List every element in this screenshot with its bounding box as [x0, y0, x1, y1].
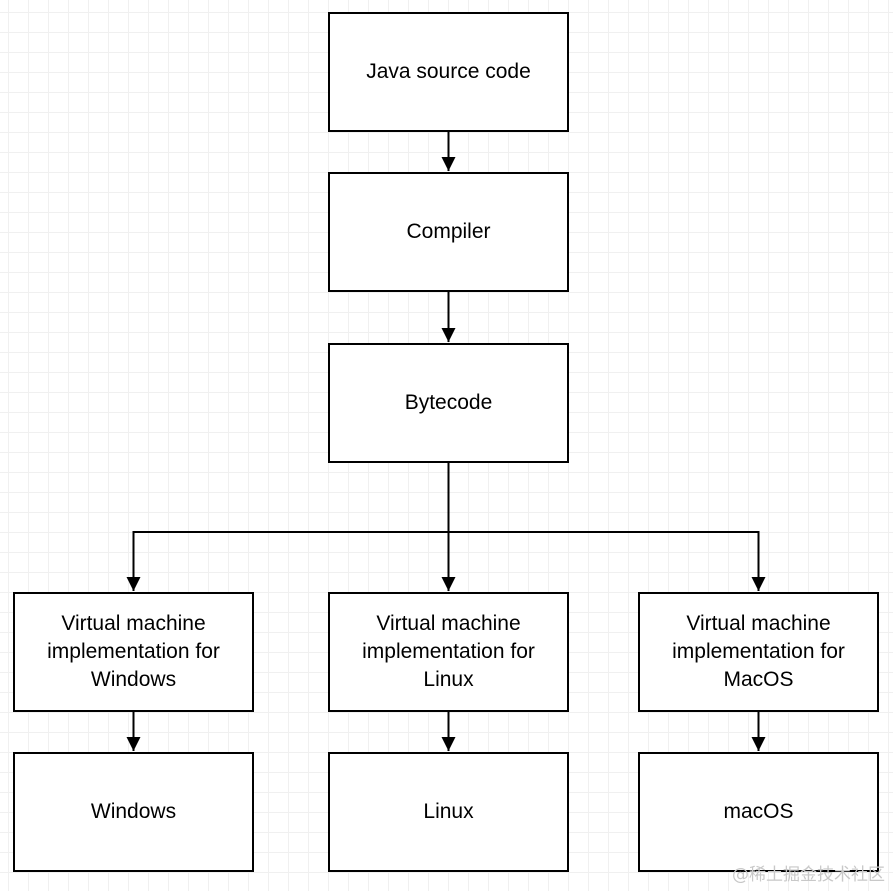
node-windows[interactable]: Windows: [13, 752, 254, 872]
node-compiler[interactable]: Compiler: [328, 172, 569, 292]
edge-bytecode-to-vm-windows: [126, 463, 450, 591]
node-label: Compiler: [406, 220, 491, 243]
node-java-source-code[interactable]: Java source code: [328, 12, 569, 132]
node-label-line: implementation for: [362, 640, 535, 663]
node-label-line: Virtual machine: [376, 612, 521, 635]
node-label-line: implementation for: [47, 640, 220, 663]
node-label-line: MacOS: [723, 668, 794, 691]
edge-bytecode-to-vm-macos: [447, 463, 766, 591]
node-vm-windows[interactable]: Virtual machine implementation for Windo…: [13, 592, 254, 712]
node-bytecode[interactable]: Bytecode: [328, 343, 569, 463]
node-label: Virtual machine implementation for Windo…: [47, 610, 220, 694]
node-label: Java source code: [366, 60, 531, 83]
node-label: Bytecode: [404, 391, 493, 414]
node-linux[interactable]: Linux: [328, 752, 569, 872]
node-vm-linux[interactable]: Virtual machine implementation for Linux: [328, 592, 569, 712]
node-label: Linux: [423, 800, 474, 823]
node-label: Virtual machine implementation for MacOS: [672, 610, 845, 694]
node-macos[interactable]: macOS: [638, 752, 879, 872]
node-label: Windows: [90, 800, 177, 823]
node-label-line: implementation for: [672, 640, 845, 663]
node-label: macOS: [723, 800, 794, 823]
node-vm-macos[interactable]: Virtual machine implementation for MacOS: [638, 592, 879, 712]
node-label-line: Windows: [90, 668, 177, 691]
node-label-line: Virtual machine: [61, 612, 206, 635]
node-label-line: Virtual machine: [686, 612, 831, 635]
node-label: Virtual machine implementation for Linux: [362, 610, 535, 694]
node-label-line: Linux: [423, 668, 474, 691]
watermark: @稀土掘金技术社区: [732, 865, 885, 885]
